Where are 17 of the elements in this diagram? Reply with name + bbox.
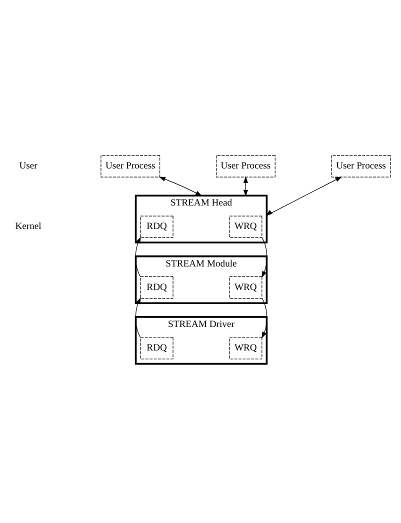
node-box: RDQ (140, 336, 174, 359)
arrow (262, 297, 268, 338)
arrow (135, 296, 141, 338)
node-box: User Process (331, 154, 391, 177)
node-box: User Process (100, 154, 160, 177)
node-box: WRQ (229, 336, 262, 359)
label: Kernel (15, 220, 42, 232)
node-box: WRQ (229, 215, 262, 238)
node-box: User Process (216, 154, 276, 177)
node-box: WRQ (229, 276, 262, 298)
label: User (19, 160, 38, 171)
node-box: RDQ (140, 276, 174, 298)
arrow (266, 176, 342, 216)
node-box: RDQ (140, 215, 174, 238)
arrow (262, 236, 268, 278)
arrow (135, 236, 141, 277)
arrow (158, 176, 202, 196)
